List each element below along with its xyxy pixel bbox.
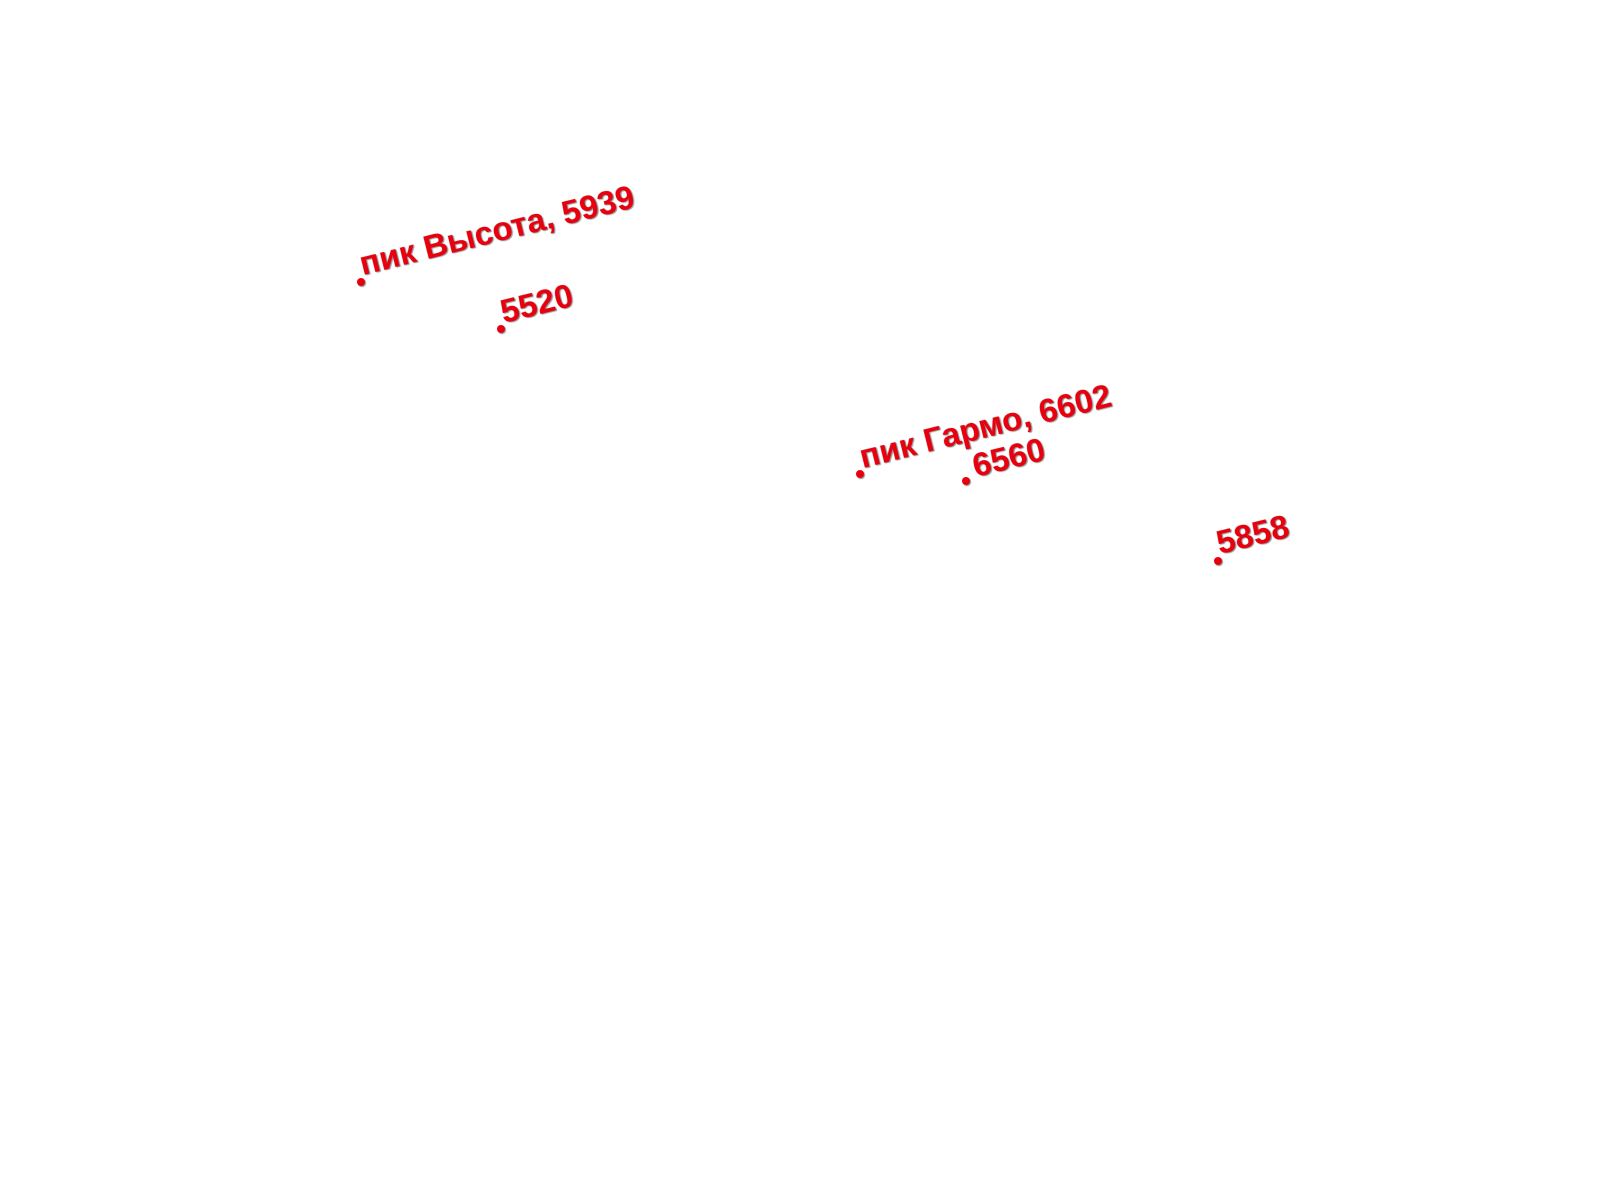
peak-label-5520: 5520 (496, 276, 577, 330)
peak-label-5858: 5858 (1212, 507, 1293, 561)
peak-point-icon (962, 477, 970, 485)
peak-point-icon (856, 470, 864, 478)
peak-point-icon (1214, 557, 1222, 565)
peak-point-icon (357, 278, 365, 286)
peak-point-icon (497, 325, 505, 333)
peak-label-vysota: пик Высота, 5939 (355, 177, 638, 282)
